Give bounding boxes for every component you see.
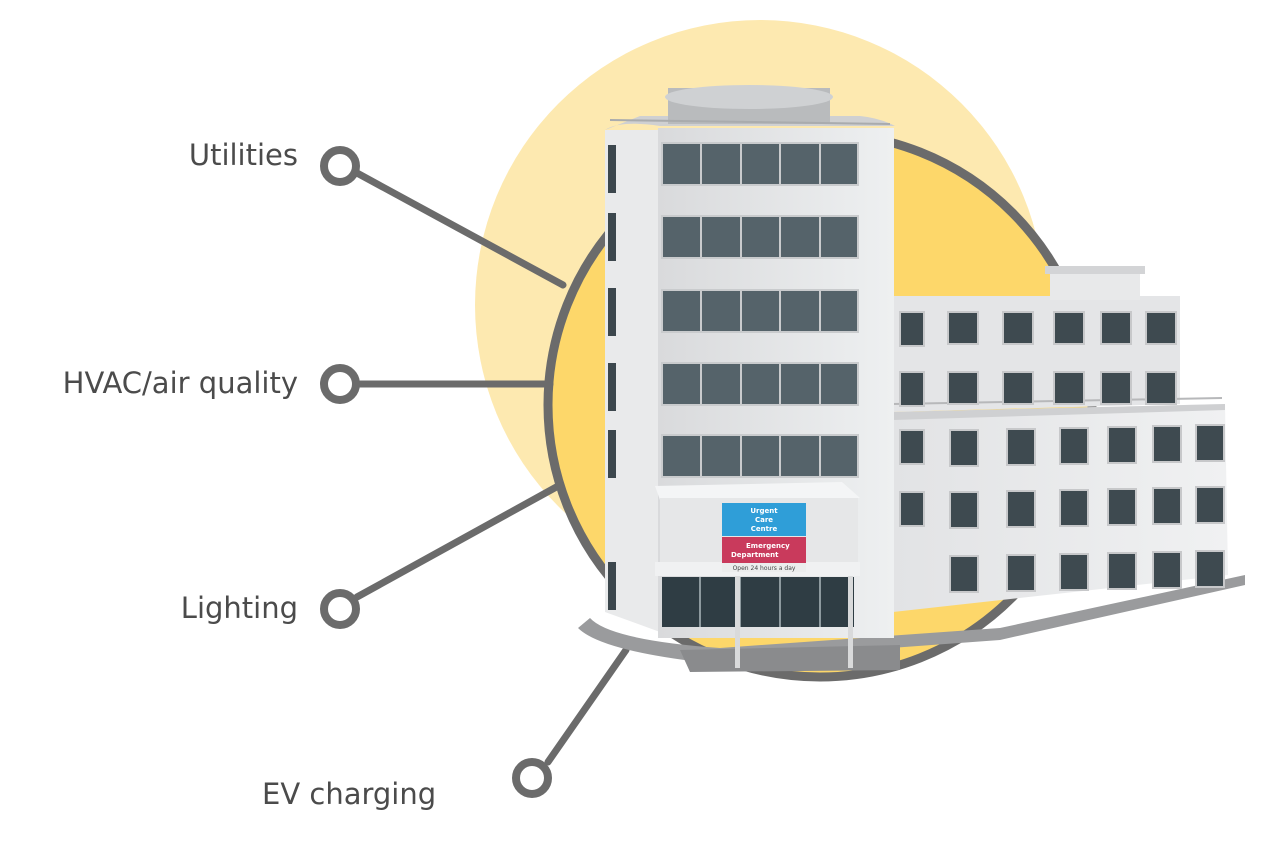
sign-line-2: Care bbox=[755, 516, 773, 524]
ring-marker-icon bbox=[512, 758, 552, 798]
label-utilities: Utilities bbox=[188, 138, 298, 172]
hospital-building-illustration: Urgent Care Centre Emergency Department … bbox=[578, 85, 1245, 672]
connector-lines bbox=[353, 169, 630, 766]
building-signboard: Urgent Care Centre Emergency Department … bbox=[722, 503, 806, 572]
sign-line-5: Department bbox=[731, 551, 779, 559]
sign-line-3: Centre bbox=[751, 525, 778, 533]
sign-hours: Open 24 hours a day bbox=[733, 565, 796, 572]
sign-line-4: Emergency bbox=[746, 542, 790, 550]
sign-line-1: Urgent bbox=[750, 507, 778, 515]
label-hvac-air-quality: HVAC/air quality bbox=[62, 366, 298, 400]
connector-utilities bbox=[353, 169, 567, 289]
ring-markers bbox=[320, 146, 552, 798]
label-ev-charging: EV charging bbox=[262, 777, 437, 811]
ring-marker-icon bbox=[320, 364, 360, 404]
connector-lighting bbox=[353, 481, 564, 601]
connector-ev bbox=[544, 646, 630, 766]
label-lighting: Lighting bbox=[180, 591, 298, 625]
ring-marker-icon bbox=[320, 146, 360, 186]
ring-marker-icon bbox=[320, 589, 360, 629]
